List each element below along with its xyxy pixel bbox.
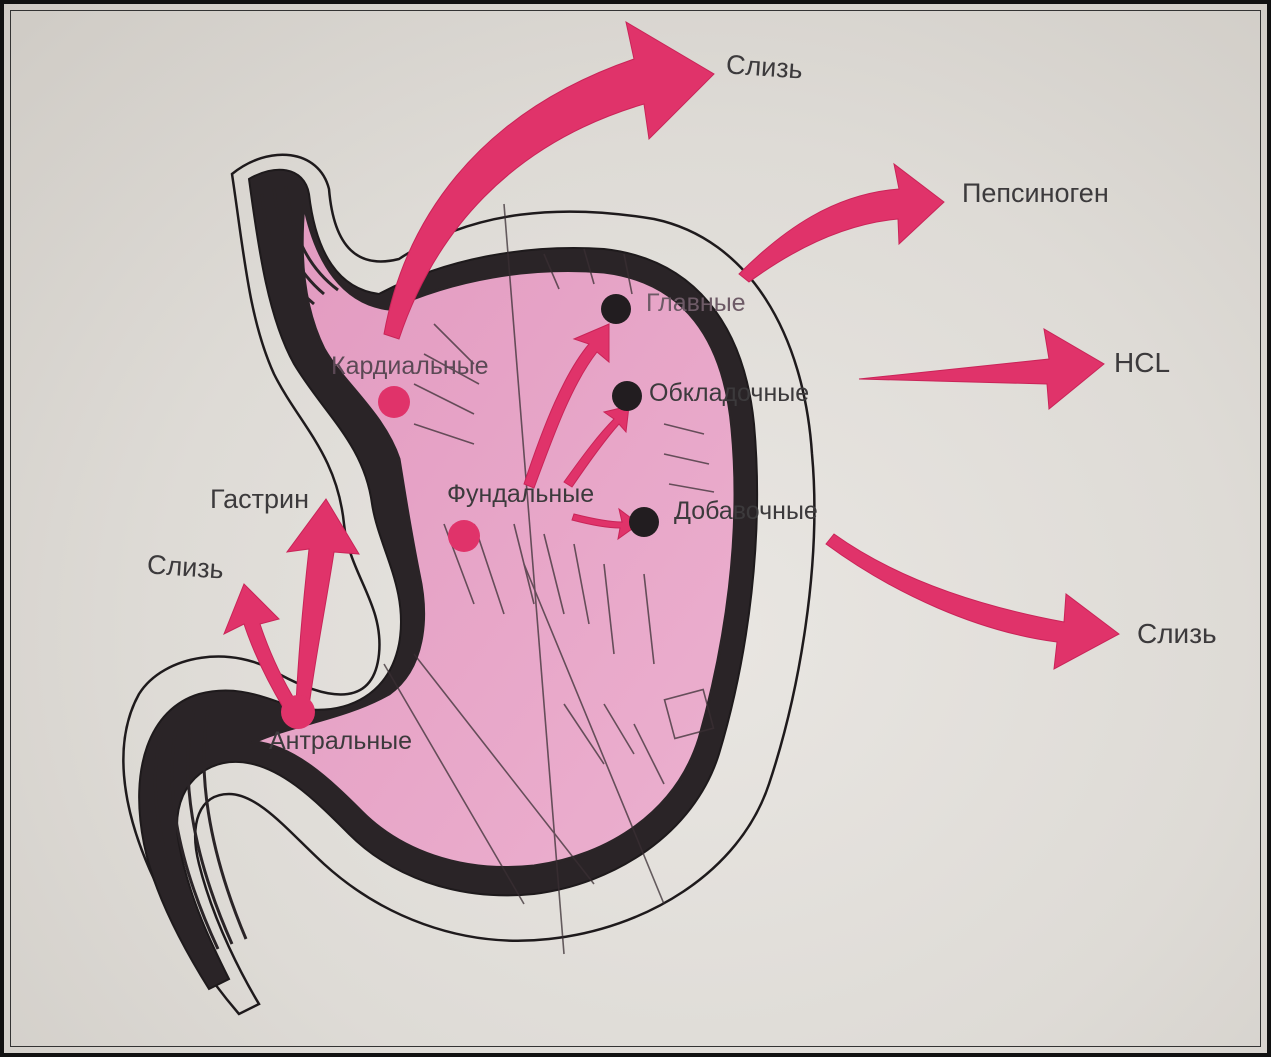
stomach-illustration: [4, 4, 1271, 1057]
label-gastrin: Гастрин: [210, 486, 309, 513]
label-accessory-cells: Добавочные: [674, 499, 818, 524]
label-main-cells: Главные: [646, 291, 746, 316]
label-hcl: HCL: [1114, 349, 1170, 377]
accessory-cell-dot: [629, 507, 659, 537]
label-pepsinogen: Пепсиноген: [962, 180, 1109, 207]
label-mucus-right: Слизь: [1137, 620, 1217, 648]
fundic-gland-dot: [448, 520, 480, 552]
label-mucus-top: Слизь: [725, 51, 803, 83]
label-mucus-left: Слизь: [146, 551, 224, 583]
parietal-cell-dot: [612, 381, 642, 411]
cardiac-gland-dot: [378, 386, 410, 418]
main-cell-dot: [601, 294, 631, 324]
label-fundic-glands: Фундальные: [447, 482, 594, 507]
label-parietal-cells: Обкладочные: [649, 381, 809, 406]
antral-gland-dot: [281, 695, 315, 729]
arrow-to-pepsinogen: [739, 164, 944, 282]
label-cardiac-glands: Кардиальные: [331, 354, 489, 379]
label-antral-glands: Антральные: [269, 729, 412, 754]
arrow-to-hcl: [859, 329, 1104, 409]
arrow-to-gastrin: [287, 499, 359, 706]
arrow-to-mucus-right: [826, 534, 1119, 669]
